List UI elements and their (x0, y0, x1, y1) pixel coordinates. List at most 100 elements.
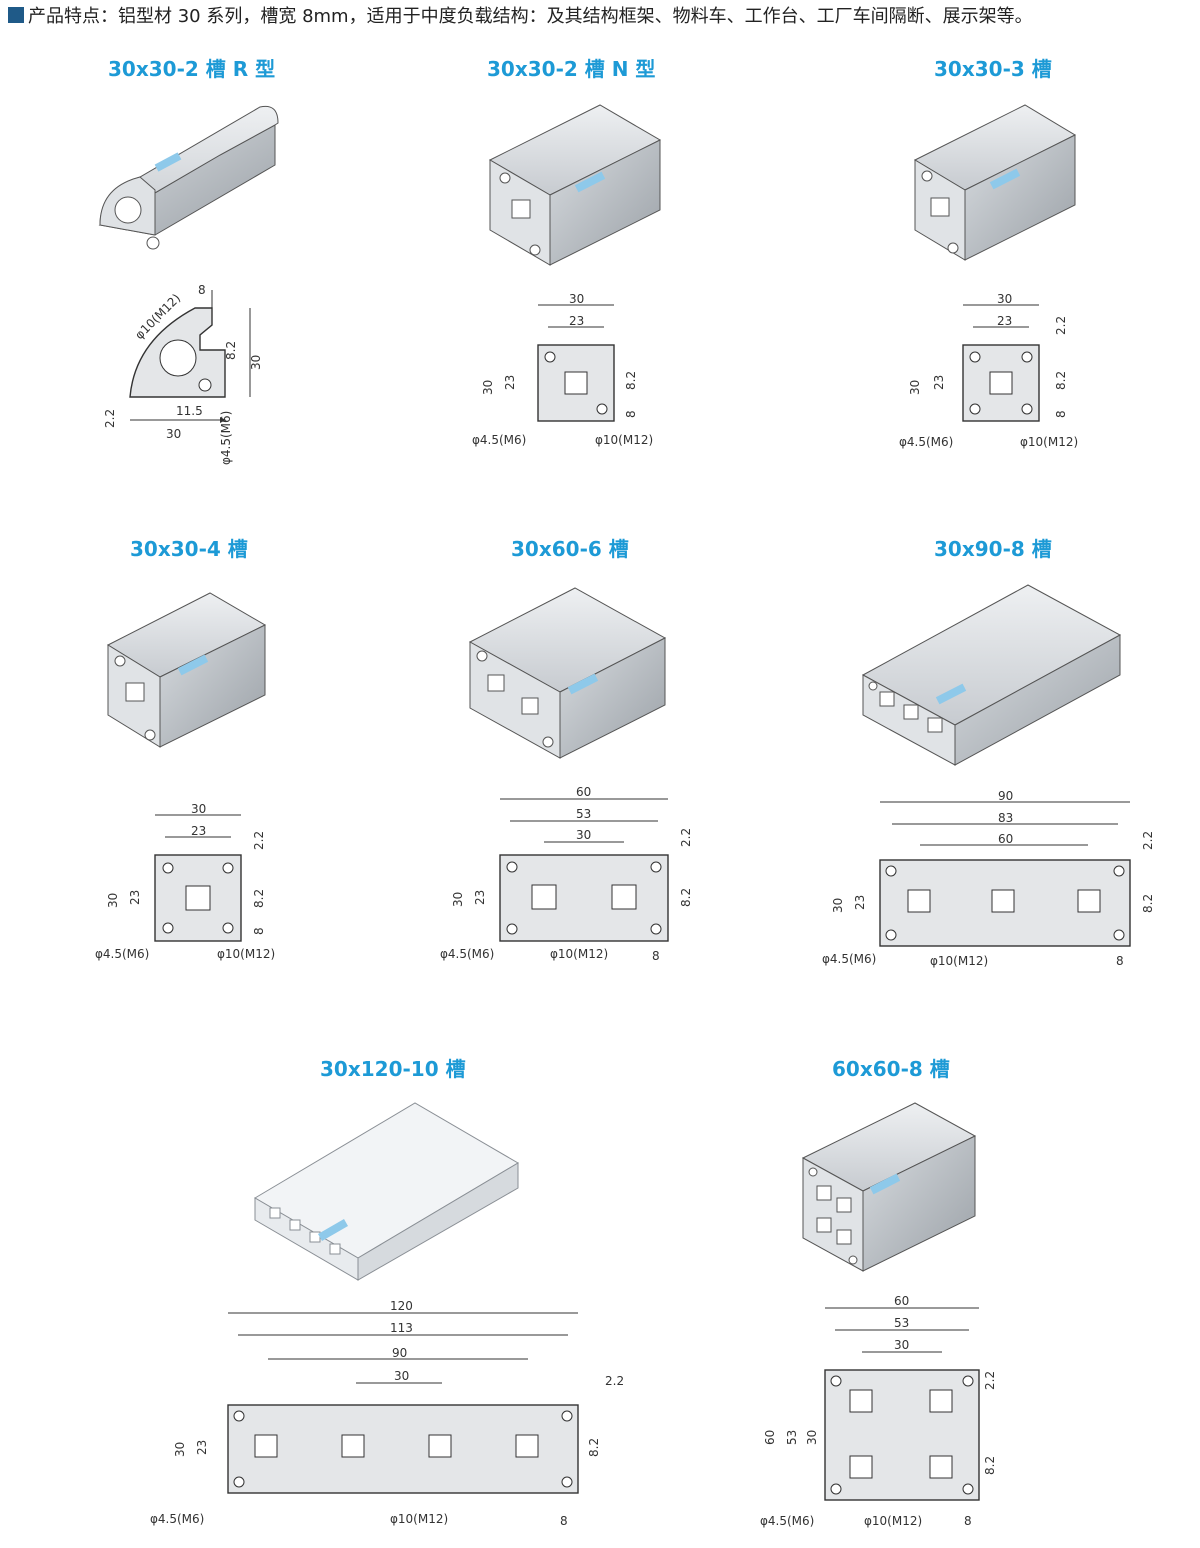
dimension-label: 8.2 (624, 371, 638, 390)
dimension-label: 8 (652, 949, 660, 963)
profile-3d-4 (106, 592, 267, 748)
dimension-label: φ4.5(M6) (95, 947, 149, 961)
brand-label-icon (177, 654, 209, 676)
dimension-label: 11.5 (176, 404, 203, 418)
dimension-label: 23 (932, 375, 946, 390)
dimension-label: 8 (560, 1514, 568, 1528)
dimension-label: 30 (249, 355, 263, 370)
dimension-label: 23 (853, 895, 867, 910)
dimension-label: 8.2 (983, 1456, 997, 1475)
dimension-label: 30 (451, 892, 465, 907)
dimension-label: 30 (569, 292, 584, 306)
dimension-label: 30 (831, 898, 845, 913)
dimension-label: 90 (998, 789, 1013, 803)
dimension-label: φ4.5(M6) (760, 1514, 814, 1528)
dimension-label: φ4.5(M6) (899, 435, 953, 449)
dimension-label: 2.2 (605, 1374, 624, 1388)
dimension-label: 23 (473, 890, 487, 905)
profile-title-1: 30x30-2 槽 R 型 (108, 57, 276, 81)
dimension-label: 23 (569, 314, 584, 328)
dimension-label: φ4.5(M6) (822, 952, 876, 966)
dimension-label: 60 (763, 1430, 777, 1445)
dimension-label: 2.2 (1141, 831, 1155, 850)
dimension-label: φ4.5(M6) (150, 1512, 204, 1526)
brand-label-icon (567, 673, 599, 695)
profile-3d-7 (254, 1102, 519, 1281)
profile-drawing-8: 60 53 30 2.2 60 53 30 8.2 8 φ4.5(M6) φ10… (760, 1294, 997, 1528)
dimension-label: 120 (390, 1299, 413, 1313)
dimension-label: φ10(M12) (930, 954, 988, 968)
dimension-label: φ10(M12) (595, 433, 653, 447)
profile-title-6: 30x90-8 槽 (934, 537, 1052, 561)
dimension-label: 113 (390, 1321, 413, 1335)
header-text: 产品特点：铝型材 30 系列，槽宽 8mm，适用于中度负载结构：及其结构框架、物… (28, 6, 1033, 27)
dimension-label: 30 (106, 893, 120, 908)
brand-label-icon (989, 168, 1021, 190)
dimension-label: φ10(M12) (864, 1514, 922, 1528)
profile-title-2: 30x30-2 槽 N 型 (487, 57, 656, 81)
profile-drawing-4: 30 23 2.2 30 23 8.2 8 φ4.5(M6) φ10(M12) (95, 802, 275, 961)
dimension-label: 83 (998, 811, 1013, 825)
profile-drawing-6: 90 83 60 2.2 30 23 8.2 8 φ4.5(M6) φ10(M1… (822, 789, 1155, 968)
dimension-label: 8 (964, 1514, 972, 1528)
profile-drawing-1: 8 φ10(M12) 8.2 30 11.5 2.2 30 φ4.5(M6) (103, 283, 263, 465)
dimension-label: 2.2 (983, 1371, 997, 1390)
profile-title-5: 30x60-6 槽 (511, 537, 629, 561)
profile-drawing-3: 30 23 2.2 30 23 8.2 8 φ4.5(M6) φ10(M12) (899, 292, 1078, 449)
dimension-label: 8 (1116, 954, 1124, 968)
profile-3d-5 (468, 587, 667, 759)
dimension-label: 8.2 (252, 889, 266, 908)
brand-label-icon (154, 152, 182, 172)
dimension-label: φ4.5(M6) (472, 433, 526, 447)
brand-label-icon (318, 1219, 348, 1241)
dimension-label: 30 (997, 292, 1012, 306)
dimension-label: 60 (576, 785, 591, 799)
dimension-label: 8.2 (1054, 371, 1068, 390)
dimension-label: 90 (392, 1346, 407, 1360)
dimension-label: 23 (997, 314, 1012, 328)
dimension-label: φ10(M12) (390, 1512, 448, 1526)
dimension-label: 8 (624, 410, 638, 418)
dimension-label: 8 (1054, 410, 1068, 418)
dimension-label: 23 (195, 1440, 209, 1455)
dimension-label: 8.2 (587, 1438, 601, 1457)
profile-3d-3 (913, 104, 1077, 261)
dimension-label: 2.2 (679, 828, 693, 847)
dimension-label: 2.2 (1054, 316, 1068, 335)
dimension-label: φ10(M12) (217, 947, 275, 961)
dimension-label: 30 (894, 1338, 909, 1352)
brand-label-icon (574, 171, 606, 193)
dimension-label: 8 (252, 927, 266, 935)
dimension-label: 30 (481, 380, 495, 395)
profile-drawing-7: 120 113 90 30 2.2 30 23 8.2 8 φ4.5(M6) φ… (150, 1299, 624, 1528)
dimension-label: 8.2 (224, 341, 238, 360)
dimension-label: 8.2 (1141, 894, 1155, 913)
dimension-label: 30 (908, 380, 922, 395)
profile-3d-1 (98, 105, 279, 250)
profile-drawing-5: 60 53 30 2.2 30 23 8.2 8 φ4.5(M6) φ10(M1… (440, 785, 693, 963)
dimension-label: φ4.5(M6) (440, 947, 494, 961)
brand-label-icon (869, 1173, 901, 1195)
dimension-label: 30 (191, 802, 206, 816)
dimension-label: 30 (394, 1369, 409, 1383)
dimension-label: 30 (576, 828, 591, 842)
dimension-label: 53 (576, 807, 591, 821)
dimension-label: 23 (503, 375, 517, 390)
header-square-icon (8, 7, 24, 23)
dimension-label: 30 (173, 1442, 187, 1457)
dimension-label: 2.2 (252, 831, 266, 850)
dimension-label: 60 (998, 832, 1013, 846)
profile-title-4: 30x30-4 槽 (130, 537, 248, 561)
profile-title-7: 30x120-10 槽 (320, 1057, 466, 1081)
dimension-label: 2.2 (103, 409, 117, 428)
dimension-label: 60 (894, 1294, 909, 1308)
dimension-label: 23 (128, 890, 142, 905)
dimension-label: φ4.5(M6) (219, 411, 233, 465)
dimension-label: 8 (198, 283, 206, 297)
profile-title-8: 60x60-8 槽 (832, 1057, 950, 1081)
dimension-label: 30 (166, 427, 181, 441)
profile-3d-2 (488, 104, 662, 266)
profile-3d-8 (801, 1102, 977, 1272)
dimension-label: φ10(M12) (1020, 435, 1078, 449)
dimension-label: 53 (785, 1430, 799, 1445)
